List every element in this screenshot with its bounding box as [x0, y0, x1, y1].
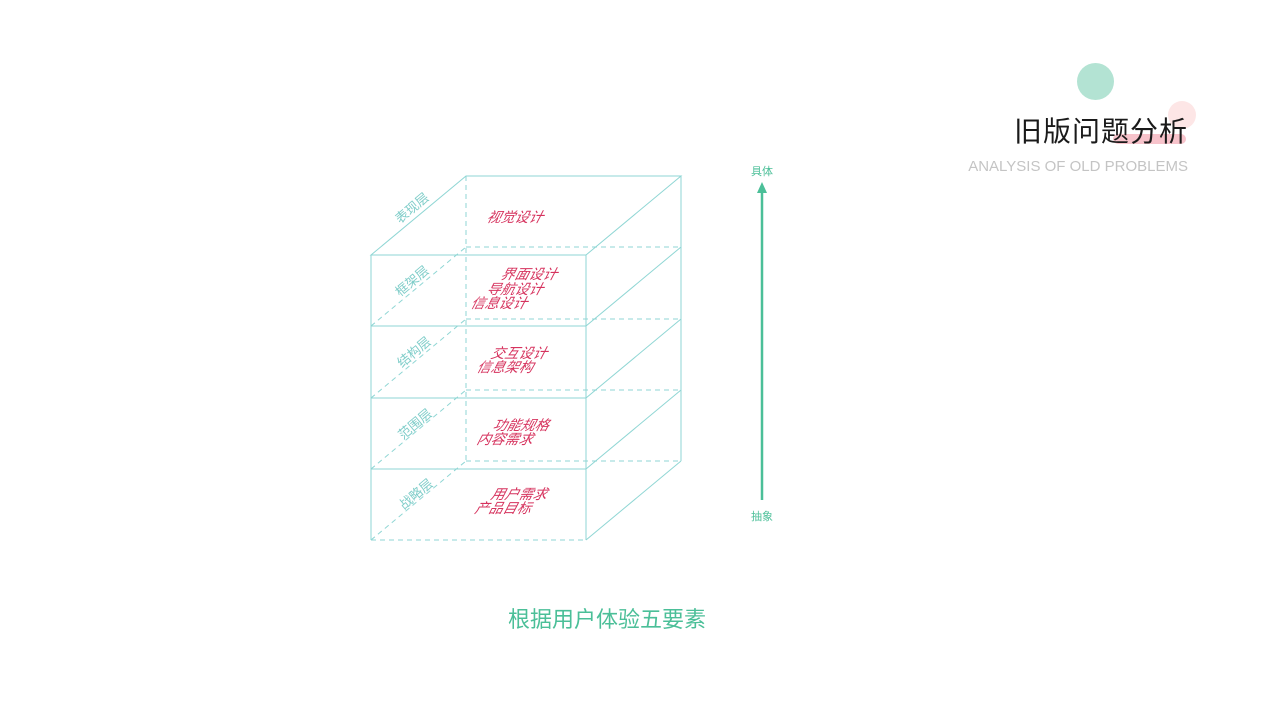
layer-item: 功能规格	[491, 418, 553, 434]
arrow-top-label: 具体	[751, 164, 773, 178]
page-subtitle: ANALYSIS OF OLD PROBLEMS	[968, 158, 1188, 175]
layer-item: 信息架构	[475, 359, 537, 376]
layer-item: 内容需求	[475, 431, 537, 448]
arrow-bottom-label: 抽象	[751, 509, 773, 523]
layer-item: 信息设计	[469, 295, 531, 312]
layer-item: 交互设计	[489, 345, 551, 362]
layer-label-skeleton: 框架层	[393, 263, 433, 300]
layer-item: 界面设计	[499, 267, 561, 283]
arrow-head-icon	[757, 182, 767, 193]
layer-label-structure: 结构层	[395, 334, 435, 371]
diagram-caption: 根据用户体验五要素	[508, 608, 707, 633]
cube-hidden-lines	[370, 176, 681, 541]
title-highlight	[1113, 134, 1186, 144]
layer-item: 导航设计	[485, 281, 547, 298]
page-title: 旧版问题分析	[1013, 115, 1188, 148]
layer-label-scope: 范围层	[396, 406, 436, 443]
decor-circle-green	[1077, 63, 1114, 100]
decor-circle-pink	[1168, 101, 1196, 129]
layer-label-strategy: 战略层	[396, 476, 436, 513]
layer-item: 用户需求	[489, 486, 551, 503]
abstraction-arrow: 具体 抽象	[751, 164, 773, 523]
layer-item: 产品目标	[473, 501, 535, 517]
layer-item: 视觉设计	[485, 210, 547, 226]
